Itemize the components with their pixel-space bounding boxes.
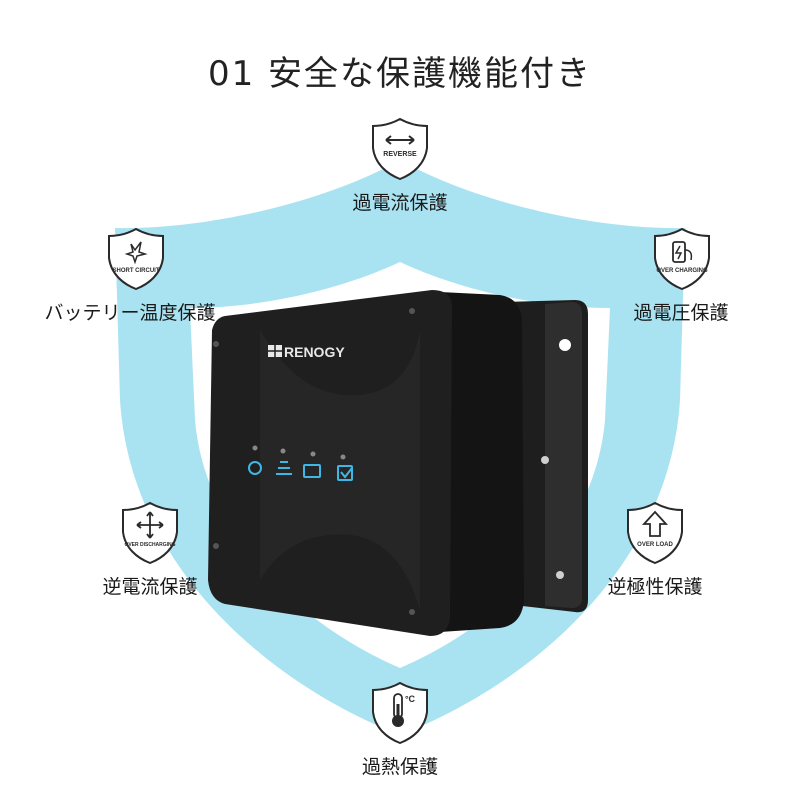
short-circuit-icon: SHORT CIRCUIT — [108, 227, 164, 291]
page-title: 01 安全な保護機能付き — [207, 54, 593, 94]
badge-label: OVER DISCHARGING — [124, 542, 175, 548]
feature-over-charging: OVER CHARGING 過電圧保護 — [606, 226, 756, 325]
feature-short-circuit: SHORT CIRCUIT バッテリー温度保護 — [20, 226, 240, 325]
badge-label: OVER CHARGING — [656, 268, 708, 274]
feature-over-load: OVER LOAD 逆極性保護 — [580, 500, 730, 599]
feature-label: 過電圧保護 — [633, 302, 729, 324]
feature-over-discharging: OVER DISCHARGING 逆電流保護 — [70, 500, 230, 599]
brand-logo: RENOGY — [284, 344, 345, 360]
thermometer-icon: °C — [372, 681, 428, 745]
badge-label: OVER LOAD — [637, 542, 673, 548]
badge-label: REVERSE — [383, 151, 417, 158]
feature-label: 過電流保護 — [352, 192, 448, 214]
feature-reverse: REVERSE 過電流保護 — [300, 116, 500, 215]
feature-label: バッテリー温度保護 — [44, 302, 216, 324]
feature-label: 過熱保護 — [361, 756, 438, 778]
over-charging-icon: OVER CHARGING — [654, 227, 710, 291]
over-load-icon: OVER LOAD — [627, 501, 683, 565]
badge-label: °C — [405, 694, 416, 704]
feature-overheat: °C 過熱保護 — [325, 680, 475, 779]
feature-label: 逆電流保護 — [102, 576, 198, 598]
badge-label: SHORT CIRCUIT — [113, 268, 160, 274]
reverse-arrows-icon: REVERSE — [372, 117, 428, 181]
feature-label: 逆極性保護 — [607, 576, 703, 598]
over-discharging-icon: OVER DISCHARGING — [122, 501, 178, 565]
